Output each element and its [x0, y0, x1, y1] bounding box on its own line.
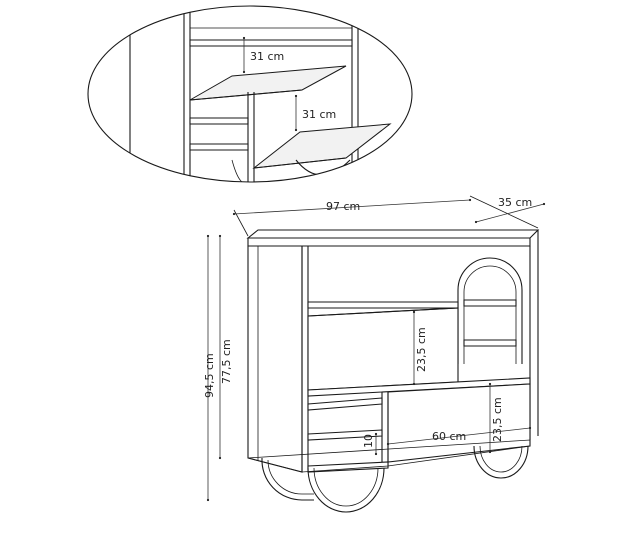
small-shelf [307, 429, 383, 441]
arch-frame [457, 257, 523, 364]
compartment-width-line [386, 426, 532, 446]
dimension-lines: 97 cm 35 cm 94,5 cm 77,5 cm 23,5 cm 23,5… [203, 195, 546, 502]
cabinet-drawing [246, 229, 540, 513]
upper-flap-door [307, 307, 459, 391]
left-wheel-front [307, 467, 385, 513]
detail-lower-flap [252, 123, 392, 169]
width-label: 97 cm [326, 200, 360, 213]
small-gap-label: 10 [362, 434, 375, 448]
depth-dimension-line [474, 202, 546, 224]
detail-inset: 31 cm 31 cm [87, 5, 413, 183]
compartment-width-label: 60 cm [432, 430, 466, 443]
lower-flap-height-label: 23,5 cm [491, 397, 504, 442]
upper-shelf [307, 301, 459, 309]
right-wheel [473, 445, 529, 479]
top-board [246, 229, 540, 239]
total-height-label: 94,5 cm [203, 353, 216, 398]
lower-flap-door [387, 383, 531, 463]
detail-top-label: 31 cm [250, 50, 284, 63]
depth-label: 35 cm [498, 196, 532, 209]
width-dimension-line [232, 198, 472, 216]
left-side-panel [247, 245, 303, 473]
detail-bottom-label: 31 cm [302, 108, 336, 121]
left-wheel-back [261, 457, 314, 501]
body-height-label: 77,5 cm [220, 339, 233, 384]
upper-flap-height-label: 23,5 cm [415, 327, 428, 372]
detail-upper-flap [189, 65, 347, 101]
